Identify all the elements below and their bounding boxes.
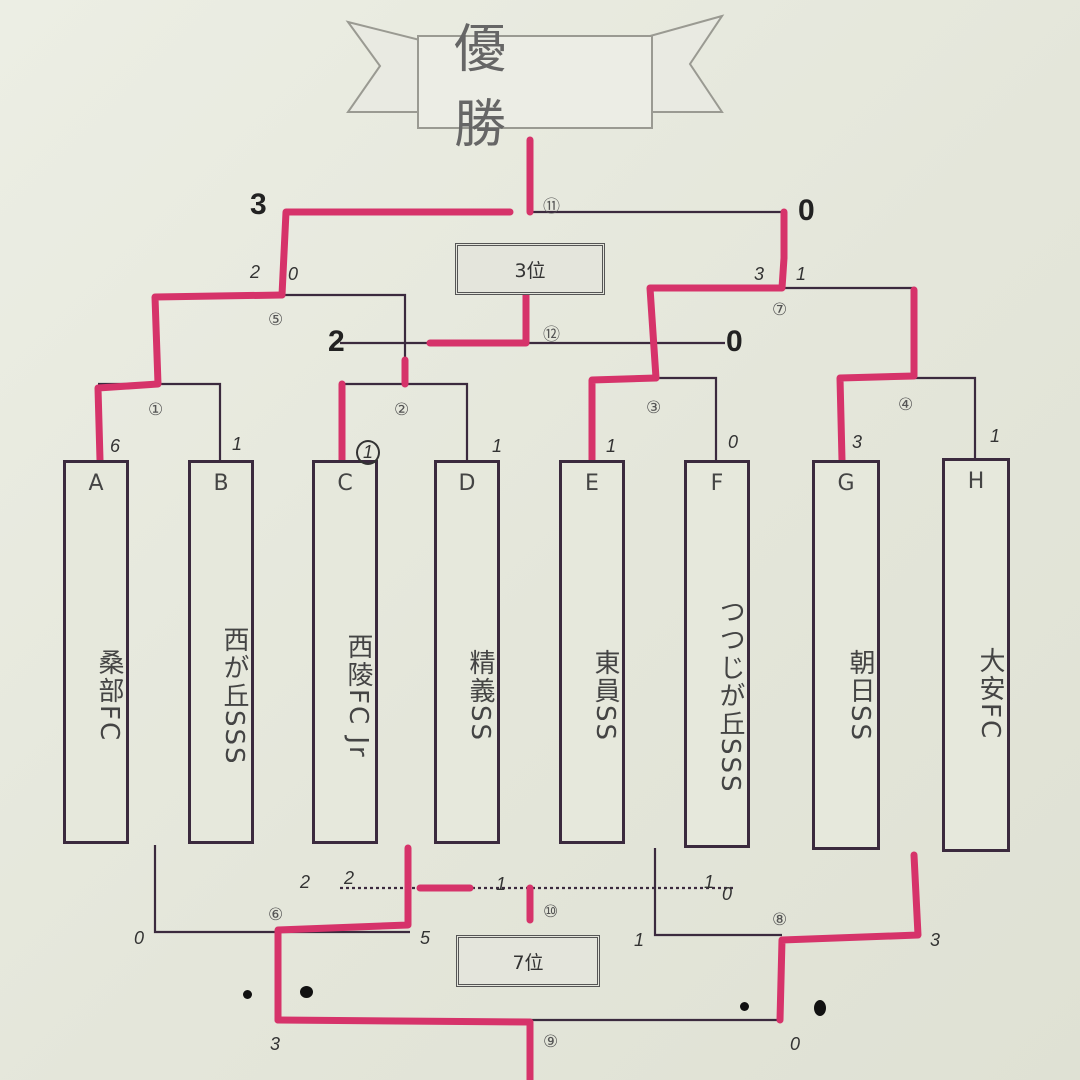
match-number-2: ②: [394, 400, 410, 420]
score-final-left: 3: [250, 188, 267, 221]
team-letter: B: [213, 471, 229, 496]
bracket-lines-winner: [94, 136, 922, 1080]
score-sf7-right: 1: [796, 264, 807, 284]
team-letter: D: [458, 471, 476, 496]
score-m10-right: 1: [704, 872, 715, 892]
team-box-e: E 東員SS: [559, 460, 625, 844]
score-team-g: 3: [852, 432, 863, 452]
third-place-box: 3位: [455, 243, 605, 295]
team-letter: C: [337, 471, 353, 496]
team-box-b: B 西が丘SSS: [188, 460, 254, 844]
score-m6-left: 0: [134, 928, 145, 948]
score-team-d: 1: [492, 436, 503, 456]
score-team-f: 0: [728, 432, 739, 452]
match-number-6: ⑥: [268, 905, 284, 925]
score-m8-right: 3: [930, 930, 941, 950]
team-letter: E: [585, 471, 599, 496]
team-name: 朝日SS: [845, 649, 875, 743]
score-sf5-left: 2: [250, 262, 261, 282]
team-letter: F: [710, 471, 724, 496]
score-m9-right: 0: [790, 1034, 801, 1054]
match-number-7: ⑦: [772, 300, 788, 320]
team-name: 精義SS: [465, 649, 495, 743]
score-m8-left: 1: [634, 930, 645, 950]
team-box-f: F つつじが丘SSS: [684, 460, 750, 848]
match-number-12: ⑫: [543, 325, 560, 345]
score-m10-left2: 2: [344, 868, 355, 888]
score-team-c: 1: [356, 440, 381, 465]
ink-dot: [814, 1000, 826, 1016]
score-third-left: 2: [328, 325, 345, 358]
score-m6-right: 5: [420, 928, 431, 948]
team-box-g: G 朝日SS: [812, 460, 880, 850]
team-letter: G: [837, 471, 855, 496]
score-team-e: 1: [606, 436, 617, 456]
score-team-h: 1: [990, 426, 1001, 446]
score-m9-left: 3: [270, 1034, 281, 1054]
match-number-5: ⑤: [268, 310, 284, 330]
team-box-d: D 精義SS: [434, 460, 500, 844]
match-number-9: ⑨: [543, 1032, 559, 1052]
score-m10-right2: 0: [722, 884, 733, 904]
match-number-8: ⑧: [772, 910, 788, 930]
ink-dot: [300, 986, 313, 998]
match-number-11: ⑪: [543, 197, 560, 217]
score-sf7-left: 3: [754, 264, 765, 284]
score-sf5-right: 0: [288, 264, 299, 284]
score-third-right: 0: [726, 325, 743, 358]
team-name: 西陵FC Jr: [343, 633, 373, 759]
team-name: 西が丘SSS: [219, 626, 249, 766]
match-number-3: ③: [646, 398, 662, 418]
score-m10-left: 2: [300, 872, 311, 892]
team-name: 桑部FC: [94, 649, 124, 743]
match-number-1: ①: [148, 400, 164, 420]
score-final-right: 0: [798, 194, 815, 227]
champion-title: 優 勝: [454, 20, 543, 155]
score-team-b: 1: [232, 434, 243, 454]
match-number-10: ⑩: [543, 902, 559, 922]
team-name: 大安FC: [975, 647, 1005, 741]
ink-dot: [243, 990, 252, 999]
team-name: 東員SS: [590, 649, 620, 743]
team-letter: A: [88, 471, 104, 496]
match-number-4: ④: [898, 395, 914, 415]
team-letter: H: [967, 469, 985, 494]
team-box-c: C 西陵FC Jr: [312, 460, 378, 844]
team-box-h: H 大安FC: [942, 458, 1010, 852]
score-m10-mid: 1: [496, 874, 507, 894]
trophy-ribbon-banner: [345, 14, 725, 129]
team-box-a: A 桑部FC: [63, 460, 129, 844]
score-team-a: 6: [110, 436, 121, 456]
ink-dot: [740, 1002, 749, 1011]
seventh-place-box: 7位: [456, 935, 600, 987]
team-name: つつじが丘SSS: [715, 598, 745, 794]
